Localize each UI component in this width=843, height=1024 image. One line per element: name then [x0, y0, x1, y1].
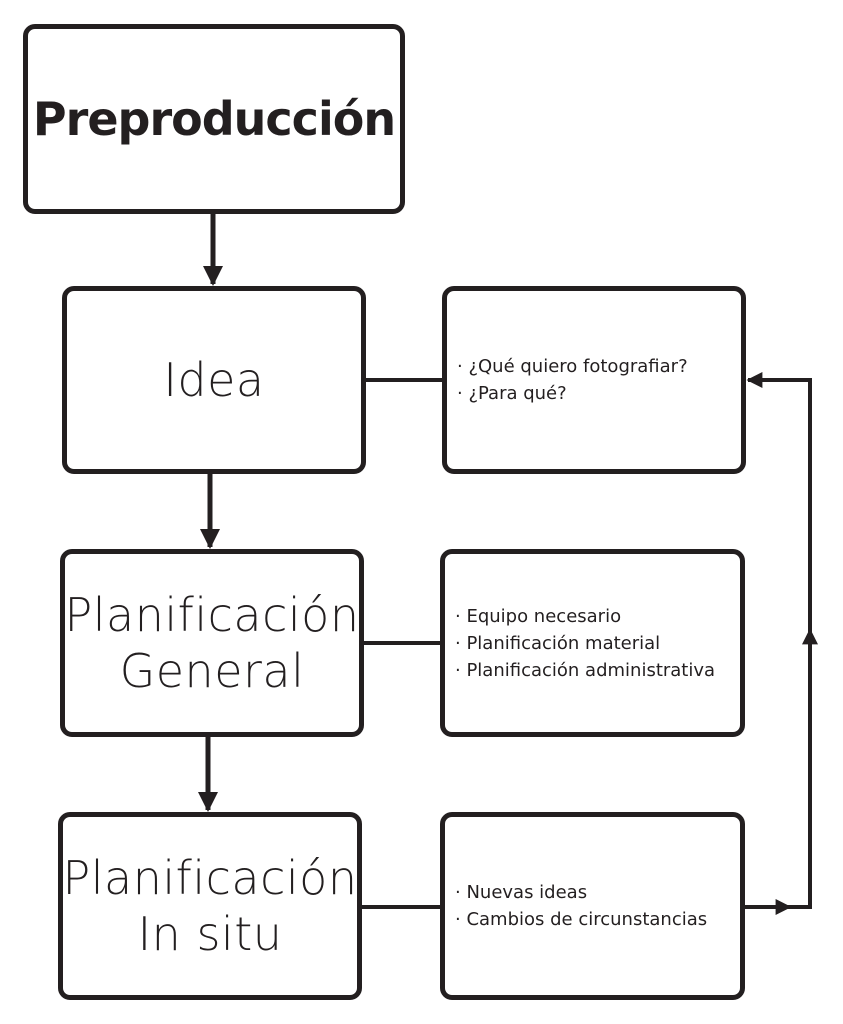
note-item: · Equipo necesario	[455, 605, 622, 627]
notes-box-general: · Equipo necesario · Planificación mater…	[440, 549, 745, 737]
note-item: · Planificación administrativa	[455, 659, 716, 681]
step-insitu-label-line1: Planificación	[62, 851, 358, 905]
step-general-label-line1: Planificación	[64, 588, 360, 642]
note-item: · Cambios de circunstancias	[455, 909, 708, 930]
note-item: · Nuevas ideas	[455, 882, 588, 903]
note-item: · ¿Para qué?	[457, 383, 567, 404]
notes-box-idea: · ¿Qué quiero fotografiar? · ¿Para qué?	[442, 286, 746, 474]
note-item: · Planificación material	[455, 632, 661, 654]
step-box-insitu: Planificación In situ	[58, 812, 362, 1000]
step-idea-label: Idea	[163, 353, 265, 407]
step-general-label-line2: General	[119, 644, 305, 698]
title-box: Preproducción	[23, 24, 405, 214]
note-item: · ¿Qué quiero fotografiar?	[457, 356, 688, 377]
step-box-idea: Idea	[62, 286, 366, 474]
title-text: Preproducción	[32, 92, 396, 146]
step-insitu-label-line2: In situ	[137, 907, 283, 961]
step-box-general: Planificación General	[60, 549, 364, 737]
notes-box-insitu: · Nuevas ideas · Cambios de circunstanci…	[440, 812, 745, 1000]
